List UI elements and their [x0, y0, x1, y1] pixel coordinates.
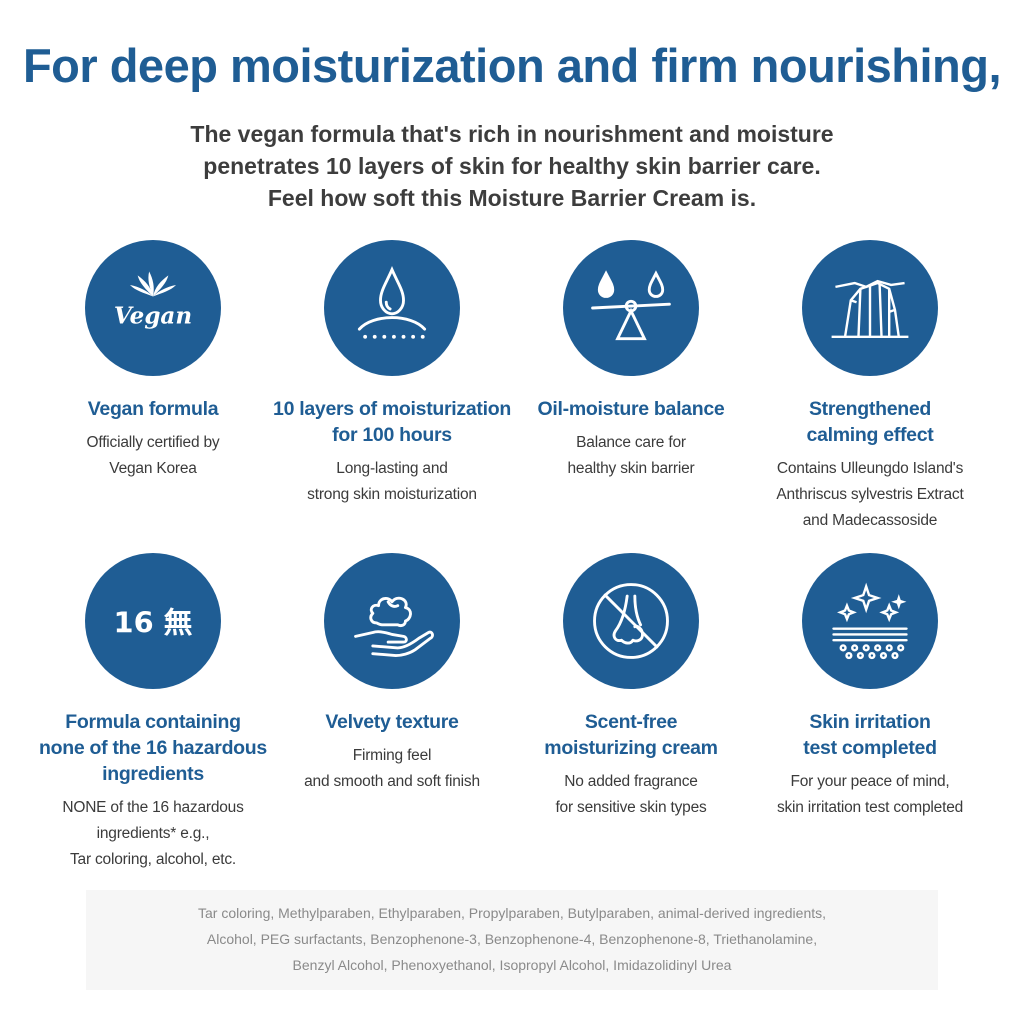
- feature-skin-irritation-test: Skin irritation test completed For your …: [745, 553, 995, 821]
- feature-title: Oil-moisture balance: [537, 398, 725, 420]
- feature-description: Firming feel and smooth and soft finish: [304, 747, 480, 790]
- feature-title: Formula containing none of the 16 hazard…: [39, 711, 267, 785]
- footnote-line: Tar coloring, Methylparaben, Ethylparabe…: [197, 905, 827, 921]
- vegan-logo-text: Vegan: [114, 302, 192, 329]
- feature-title: 10 layers of moisturization for 100 hour…: [273, 398, 511, 446]
- no-scent-nose-icon: [563, 553, 699, 689]
- feature-moisturization: 10 layers of moisturization for 100 hour…: [267, 240, 517, 508]
- feature-description: Contains Ulleungdo Island's Anthriscus s…: [776, 460, 964, 529]
- feature-description: For your peace of mind, skin irritation …: [776, 773, 964, 816]
- cream-hand-icon: [324, 553, 460, 689]
- intro-line: Feel how soft this Moisture Barrier Crea…: [267, 185, 757, 211]
- footnote-line: Benzyl Alcohol, Phenoxyethanol, Isopropy…: [292, 957, 732, 973]
- island-cliff-icon: [802, 240, 938, 376]
- sixteen-none-text: 16 無: [114, 606, 193, 640]
- feature-title: Scent-free moisturizing cream: [544, 711, 718, 759]
- feature-title: Velvety texture: [325, 711, 459, 733]
- footnote-line: Alcohol, PEG surfactants, Benzophenone-3…: [206, 931, 818, 947]
- feature-title: Strengthened calming effect: [806, 398, 934, 446]
- feature-calming-effect: Strengthened calming effect Contains Ull…: [745, 240, 995, 534]
- hazardous-ingredients-footnote: Tar coloring, Methylparaben, Ethylparabe…: [86, 890, 938, 990]
- skin-sparkle-icon: [802, 553, 938, 689]
- vegan-leaf-icon: Vegan: [85, 240, 221, 376]
- feature-description: Officially certified by Vegan Korea: [86, 434, 220, 477]
- balance-scale-icon: [563, 240, 699, 376]
- feature-description: Long-lasting and strong skin moisturizat…: [307, 460, 477, 503]
- sixteen-none-icon: 16 無: [85, 553, 221, 689]
- water-drop-layers-icon: [324, 240, 460, 376]
- intro-line: penetrates 10 layers of skin for healthy…: [203, 153, 821, 179]
- feature-description: No added fragrance for sensitive skin ty…: [555, 773, 707, 816]
- feature-velvety-texture: Velvety texture Firming feel and smooth …: [267, 553, 517, 795]
- feature-16-hazardous-free: 16 無 Formula containing none of the 16 h…: [28, 553, 278, 873]
- page-title: For deep moisturization and firm nourish…: [22, 39, 1002, 92]
- feature-title: Skin irritation test completed: [803, 711, 937, 759]
- intro-text: The vegan formula that's rich in nourish…: [0, 118, 1024, 214]
- feature-scent-free: Scent-free moisturizing cream No added f…: [506, 553, 756, 821]
- intro-line: The vegan formula that's rich in nourish…: [190, 121, 834, 147]
- feature-vegan-formula: Vegan Vegan formula Officially certified…: [28, 240, 278, 482]
- feature-oil-moisture-balance: Oil-moisture balance Balance care for he…: [506, 240, 756, 482]
- feature-description: Balance care for healthy skin barrier: [567, 434, 695, 477]
- feature-title: Vegan formula: [87, 398, 219, 420]
- feature-description: NONE of the 16 hazardous ingredients* e.…: [62, 799, 244, 868]
